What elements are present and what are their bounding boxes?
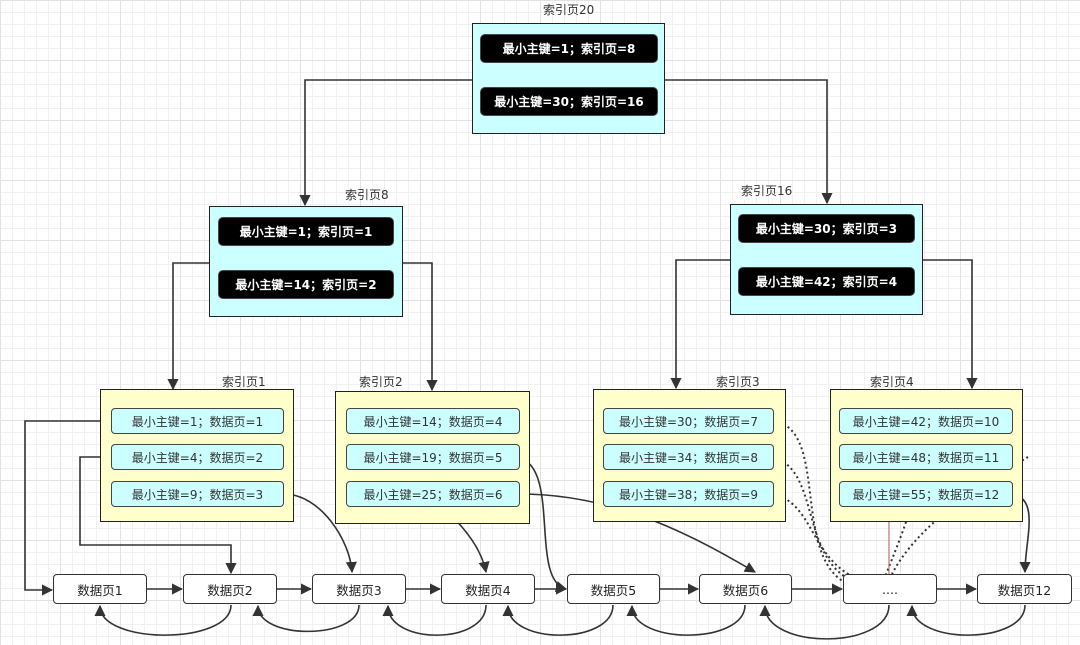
index8-entry-1[interactable]: 最小主键=1；索引页=1 (219, 218, 393, 245)
dotted-entry-page8 (773, 457, 856, 583)
arrow-entry-to-page2 (79, 456, 237, 575)
index8-title: 索引页8 (345, 188, 389, 202)
index4-entry-1[interactable]: 最小主键=42；数据页=10 (839, 408, 1013, 434)
data-page-1[interactable]: 数据页1 (53, 574, 147, 604)
data-page-ellipsis[interactable]: .... (843, 574, 937, 604)
backlink-p2-p1 (94, 604, 232, 636)
backlink-p12-p7 (906, 604, 1026, 636)
arrow-index8-to-index2 (403, 262, 438, 392)
data-page-3[interactable]: 数据页3 (312, 574, 406, 604)
data-page-5[interactable]: 数据页5 (567, 574, 660, 604)
data-page-6[interactable]: 数据页6 (699, 574, 792, 604)
root-entry-1[interactable]: 最小主键=1；索引页=8 (481, 35, 657, 62)
arrow-entry-to-page5 (519, 457, 568, 592)
backlink-p7-p6 (759, 604, 890, 640)
index2-title: 索引页2 (359, 375, 403, 389)
arrow-index8-to-index1 (167, 262, 209, 391)
backlink-p4-p3 (382, 604, 487, 636)
index1-entry-1[interactable]: 最小主键=1；数据页=1 (111, 408, 284, 434)
arrow-index16-to-index4 (923, 259, 978, 390)
arrow-root-to-index16 (665, 79, 833, 205)
index1-entry-3[interactable]: 最小主键=9；数据页=3 (111, 481, 284, 507)
index4-title: 索引页4 (870, 375, 914, 389)
arrow-entry-to-page1 (24, 420, 112, 596)
backlink-p3-p2 (252, 604, 360, 633)
arrow-root-to-index8 (299, 79, 472, 207)
index4-entry-3[interactable]: 最小主键=55；数据页=12 (839, 481, 1013, 507)
index4-entry-2[interactable]: 最小主键=48；数据页=11 (839, 444, 1013, 470)
index16-entry-1[interactable]: 最小主键=30；索引页=3 (739, 215, 914, 242)
arrow-index16-to-index3 (670, 259, 730, 390)
dotted-entry-page7 (773, 420, 851, 586)
index2-entry-2[interactable]: 最小主键=19；数据页=5 (346, 444, 520, 470)
arrow-entry-to-page3 (283, 493, 357, 574)
index3-title: 索引页3 (716, 375, 760, 389)
index3-entry-1[interactable]: 最小主键=30；数据页=7 (603, 408, 774, 434)
index3-entry-3[interactable]: 最小主键=38；数据页=9 (603, 481, 774, 507)
backlink-p6-p5 (626, 604, 746, 636)
index16-title: 索引页16 (741, 184, 793, 198)
data-page-4[interactable]: 数据页4 (441, 574, 535, 604)
data-page-12[interactable]: 数据页12 (977, 574, 1072, 604)
backlink-p5-p4 (502, 604, 614, 636)
index16-entry-2[interactable]: 最小主键=42；索引页=4 (739, 268, 914, 295)
data-page-2[interactable]: 数据页2 (183, 574, 277, 604)
index2-entry-1[interactable]: 最小主键=14；数据页=4 (346, 408, 520, 434)
index1-title: 索引页1 (222, 375, 266, 389)
root-index-title: 索引页20 (543, 3, 595, 17)
index8-entry-2[interactable]: 最小主键=14；索引页=2 (219, 271, 393, 298)
index2-entry-3[interactable]: 最小主键=25；数据页=6 (346, 481, 520, 507)
root-entry-2[interactable]: 最小主键=30；索引页=16 (481, 88, 657, 115)
index1-entry-2[interactable]: 最小主键=4；数据页=2 (111, 444, 284, 470)
index3-entry-2[interactable]: 最小主键=34；数据页=8 (603, 444, 774, 470)
